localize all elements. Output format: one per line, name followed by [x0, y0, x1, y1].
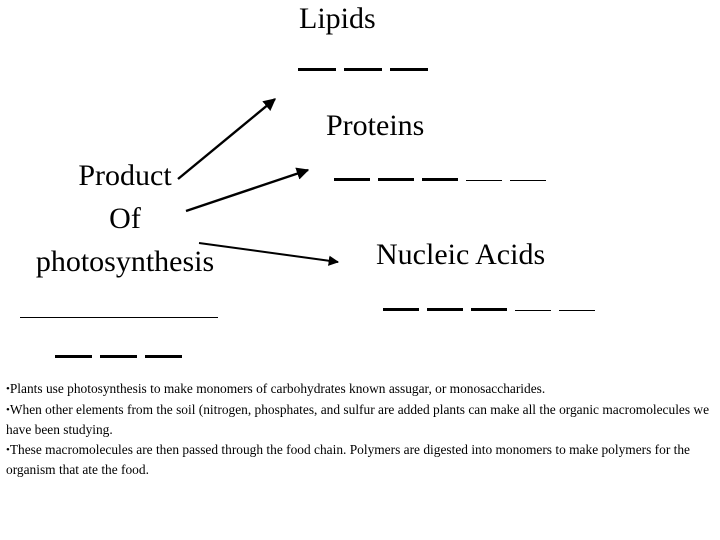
- blank-line[interactable]: [378, 178, 414, 181]
- source-label-line-1: Product: [78, 159, 172, 192]
- bottom-left-rule: [20, 317, 218, 318]
- blank-line[interactable]: [422, 178, 458, 181]
- blank-group-proteins[interactable]: [334, 178, 546, 181]
- bullet-item: •When other elements from the soil (nitr…: [6, 400, 718, 440]
- bullet-text: When other elements from the soil (nitro…: [6, 401, 710, 438]
- bullet-dot-icon: •: [6, 383, 10, 395]
- term-nucleic-acids: Nucleic Acids: [376, 238, 546, 271]
- source-label-line-3: photosynthesis: [35, 245, 215, 278]
- blank-line[interactable]: [298, 68, 336, 71]
- blank-line[interactable]: [100, 355, 137, 358]
- term-lipids: Lipids: [299, 2, 376, 35]
- blank-group-nucleic-acids[interactable]: [383, 308, 595, 311]
- blank-line[interactable]: [466, 180, 502, 181]
- bullet-dot-icon: •: [6, 403, 10, 416]
- source-label-product-of-photosynthesis: Product Of photosynthesis: [8, 154, 242, 283]
- blank-group-lipids[interactable]: [298, 68, 428, 71]
- bullet-item: •Plants use photosynthesis to make monom…: [6, 379, 718, 400]
- blank-line[interactable]: [427, 308, 463, 311]
- source-label-line-2: Of: [109, 202, 141, 235]
- blank-line[interactable]: [559, 310, 595, 311]
- term-proteins: Proteins: [326, 109, 425, 142]
- blank-line[interactable]: [344, 68, 382, 71]
- blank-group-bottom-left[interactable]: [55, 355, 182, 358]
- blank-line[interactable]: [55, 355, 92, 358]
- blank-line[interactable]: [471, 308, 507, 311]
- blank-line[interactable]: [510, 180, 546, 181]
- blank-line[interactable]: [390, 68, 428, 71]
- bullet-item: •These macromolecules are then passed th…: [6, 440, 718, 480]
- blank-line[interactable]: [383, 308, 419, 311]
- bullet-text: Plants use photosynthesis to make monome…: [9, 381, 546, 396]
- bullet-text: These macromolecules are then passed thr…: [6, 441, 690, 478]
- body-text-block: •Plants use photosynthesis to make monom…: [6, 379, 718, 480]
- blank-line[interactable]: [515, 310, 551, 311]
- blank-line[interactable]: [334, 178, 370, 181]
- bullet-dot-icon: •: [6, 443, 10, 456]
- blank-line[interactable]: [145, 355, 182, 358]
